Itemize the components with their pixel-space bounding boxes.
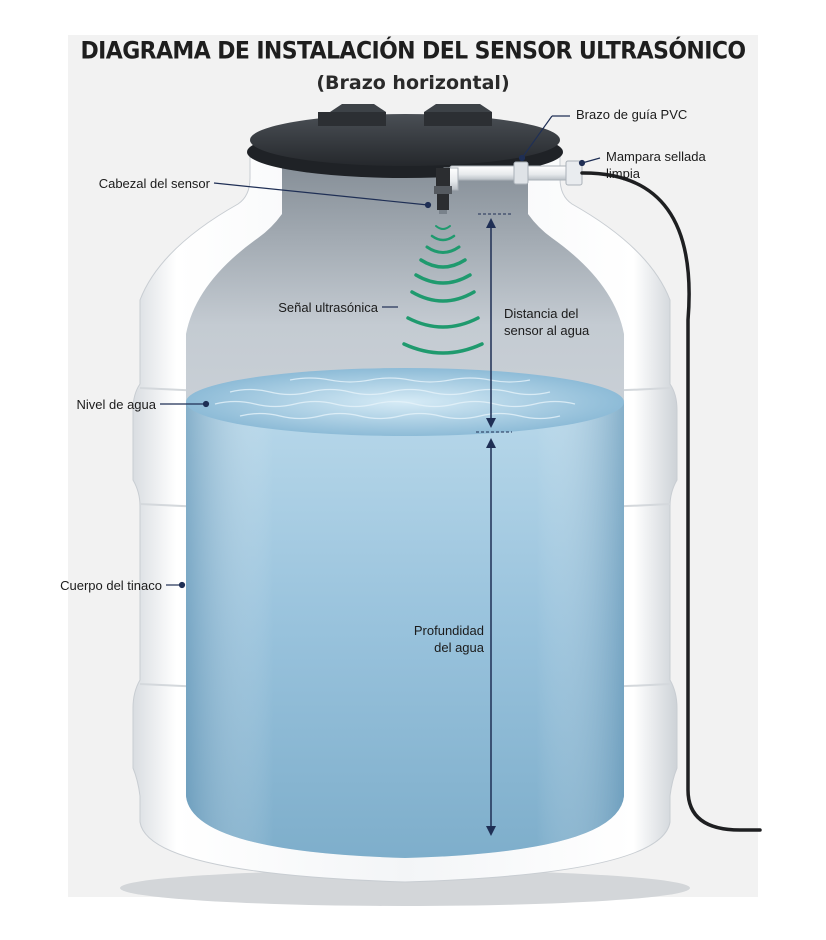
lid-handle bbox=[424, 112, 492, 126]
sensor-nut bbox=[434, 186, 452, 194]
sensor-face bbox=[439, 210, 447, 214]
label-ultrasonic-signal: Señal ultrasónica bbox=[278, 300, 378, 315]
diagram-subtitle: (Brazo horizontal) bbox=[316, 72, 510, 94]
depth-arrow-head-bottom bbox=[486, 826, 496, 836]
label-water-depth-line2: del agua bbox=[434, 640, 484, 655]
label-water-depth: Profundidad del agua bbox=[380, 622, 484, 656]
water-shading bbox=[186, 402, 624, 858]
sensor-cable bbox=[580, 171, 762, 832]
lid-handle bbox=[318, 112, 386, 126]
distance-arrow-head-top bbox=[486, 218, 496, 228]
depth-arrow-head-top bbox=[486, 438, 496, 448]
label-pvc-arm: Brazo de guía PVC bbox=[576, 107, 688, 122]
ground-shadow bbox=[120, 870, 690, 906]
ultrasonic-waves bbox=[402, 225, 484, 355]
label-sealed-gasket-line2: limpia bbox=[606, 166, 640, 181]
label-tank-body: Cuerpo del tinaco bbox=[60, 578, 162, 593]
label-water-level: Nivel de agua bbox=[76, 397, 157, 412]
sensor-housing bbox=[436, 168, 450, 188]
label-sealed-gasket-line1: Mampara sellada bbox=[606, 149, 706, 164]
leader-lines bbox=[160, 115, 601, 589]
lid-handle-top bbox=[330, 104, 386, 112]
label-distance-line2: sensor al agua bbox=[504, 323, 590, 338]
label-distance: Distancia del sensor al agua bbox=[504, 305, 589, 339]
label-sealed-gasket: Mampara sellada limpia bbox=[606, 148, 706, 182]
label-water-depth-line1: Profundidad bbox=[413, 623, 484, 638]
label-sensor-head: Cabezal del sensor bbox=[98, 176, 210, 191]
wall-gland bbox=[513, 161, 529, 185]
sensor-head bbox=[437, 194, 449, 210]
water-ripples bbox=[214, 377, 576, 420]
lid-handle-top bbox=[424, 104, 492, 112]
tank-lid bbox=[250, 114, 560, 166]
pvc-arm bbox=[449, 165, 573, 181]
label-distance-line1: Distancia del bbox=[504, 306, 579, 321]
distance-arrow-head-bottom bbox=[486, 418, 496, 428]
diagram-title: DIAGRAMA DE INSTALACIÓN DEL SENSOR ULTRA… bbox=[80, 38, 747, 65]
